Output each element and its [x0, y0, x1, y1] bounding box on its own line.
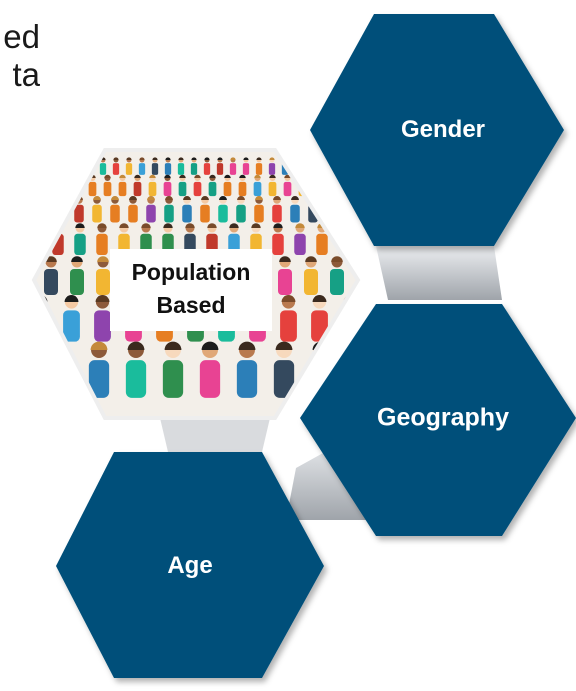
crowd-person	[60, 157, 68, 175]
crowd-person	[125, 157, 133, 175]
crowd-person	[242, 157, 250, 175]
crowd-person	[125, 341, 147, 398]
crowd-person	[190, 157, 198, 175]
crowd-person	[320, 157, 328, 175]
truncated-text-line-1: ed	[3, 18, 40, 55]
crowd-person	[164, 196, 174, 223]
crowd-person	[70, 256, 84, 295]
crowd-person	[294, 223, 306, 256]
crowd-person	[268, 174, 277, 197]
crowd-person	[128, 196, 138, 223]
crowd-person	[163, 174, 172, 197]
crowd-person	[326, 196, 336, 223]
crowd-person	[148, 174, 157, 197]
crowd-person	[146, 196, 156, 223]
crowd-person	[112, 157, 120, 175]
crowd-person	[177, 157, 185, 175]
hexagon-population-outline	[31, 148, 361, 420]
crowd-person	[200, 196, 210, 223]
crowd-person	[229, 157, 237, 175]
crowd-person	[203, 157, 211, 175]
crowd-person	[92, 196, 102, 223]
label-population-line-2: Based	[156, 292, 226, 318]
crowd-person	[43, 174, 52, 197]
crowd-person	[20, 196, 30, 222]
hexagon-geography	[300, 304, 576, 536]
crowd-person	[162, 341, 184, 398]
crowd-person	[356, 256, 358, 295]
crowd-person	[268, 157, 276, 175]
crowd-person	[58, 174, 67, 197]
crowd-person	[238, 174, 247, 197]
crowd-person	[96, 223, 108, 256]
crowd-person	[330, 256, 344, 295]
connector-center-age	[160, 418, 270, 452]
crowd-person	[110, 196, 120, 223]
crowd-person	[272, 196, 282, 223]
crowd-person	[118, 174, 127, 197]
crowd-person	[254, 196, 264, 223]
crowd-person	[280, 295, 297, 342]
crowd-person	[18, 256, 32, 295]
crowd-person	[313, 174, 322, 197]
crowd-person	[236, 196, 246, 223]
crowd-person	[34, 174, 37, 197]
crowd-person	[34, 360, 36, 398]
crowd-person	[208, 174, 217, 197]
hexagon-age	[56, 452, 324, 678]
crowd-person	[236, 341, 258, 398]
crowd-person	[96, 256, 110, 295]
crowd-person	[34, 223, 42, 256]
hexagon-gender	[310, 14, 564, 246]
crowd-person	[278, 256, 292, 295]
label-population-based: Population Based	[110, 249, 272, 331]
crowd-person	[22, 157, 28, 174]
crowd-person	[103, 174, 112, 197]
crowd-person	[34, 157, 42, 175]
crowd-person	[44, 256, 58, 295]
crowd-person	[164, 157, 172, 175]
crowd-person	[253, 174, 262, 197]
crowd-person	[223, 174, 232, 197]
crowd-person	[133, 174, 142, 197]
truncated-text-line-2: ta	[12, 56, 40, 93]
crowd-person	[38, 196, 48, 223]
crowd-person	[182, 196, 192, 223]
crowd-person	[199, 341, 221, 398]
label-population-line-1: Population	[131, 259, 251, 285]
crowd-person	[178, 174, 187, 197]
crowd-person	[193, 174, 202, 197]
crowd-person	[290, 196, 300, 223]
crowd-person	[218, 196, 228, 223]
crowd-person	[307, 157, 315, 175]
label-geography: Geography	[377, 403, 509, 432]
crowd-person	[273, 341, 295, 398]
crowd-person	[47, 157, 55, 175]
crowd-person	[328, 174, 337, 197]
crowd-person	[216, 157, 224, 175]
crowd-person	[255, 157, 263, 175]
crowd-person	[304, 256, 318, 295]
crowd-person	[138, 157, 146, 175]
crowd-person	[283, 174, 292, 197]
crowd-person	[88, 341, 110, 398]
label-gender: Gender	[400, 116, 486, 143]
crowd-person	[94, 295, 111, 342]
crowd-person	[151, 157, 159, 175]
crowd-person	[74, 223, 86, 256]
crowd-person	[63, 295, 80, 342]
crowd-person	[272, 223, 284, 256]
crowd-person	[73, 157, 81, 175]
connector-gender-geography	[376, 246, 502, 300]
crowd-person	[56, 196, 66, 223]
crowd-person	[294, 157, 302, 175]
truncated-side-text: ed ta	[0, 18, 40, 94]
label-age: Age	[167, 552, 213, 579]
